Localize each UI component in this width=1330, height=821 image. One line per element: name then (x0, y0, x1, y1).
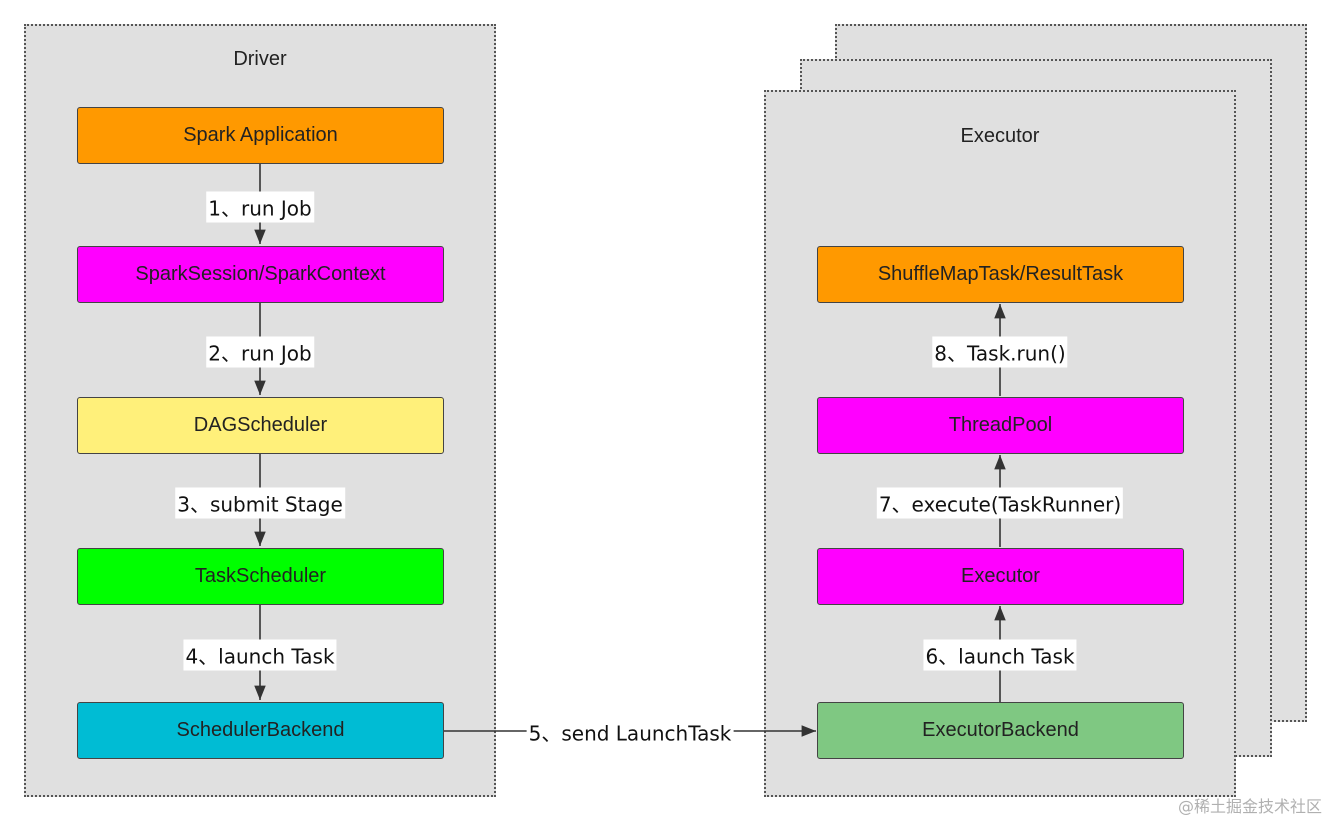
edge-label-5: 5、send LaunchTask (526, 716, 734, 748)
node-spark-session: SparkSession/SparkContext (77, 246, 444, 303)
edge-label-1: 1、run Job (206, 191, 314, 223)
node-thread-pool: ThreadPool (817, 397, 1184, 454)
node-scheduler-backend: SchedulerBackend (77, 702, 444, 759)
node-executor-backend: ExecutorBackend (817, 702, 1184, 759)
node-shuffle-map-task: ShuffleMapTask/ResultTask (817, 246, 1184, 303)
edge-label-8: 8、Task.run() (932, 336, 1068, 368)
watermark: @稀土掘金技术社区 (1177, 797, 1322, 816)
edge-label-4: 4、launch Task (183, 639, 337, 671)
edge-label-3: 3、submit Stage (175, 487, 345, 519)
node-spark-application: Spark Application (77, 107, 444, 164)
node-task-scheduler: TaskScheduler (77, 548, 444, 605)
executor-title: Executor (960, 125, 1040, 147)
edge-label-6: 6、launch Task (923, 639, 1077, 671)
node-dag-scheduler: DAGScheduler (77, 397, 444, 454)
node-executor: Executor (817, 548, 1184, 605)
edge-label-2: 2、run Job (206, 336, 314, 368)
driver-title: Driver (233, 48, 287, 70)
edge-label-7: 7、execute(TaskRunner) (876, 487, 1124, 519)
